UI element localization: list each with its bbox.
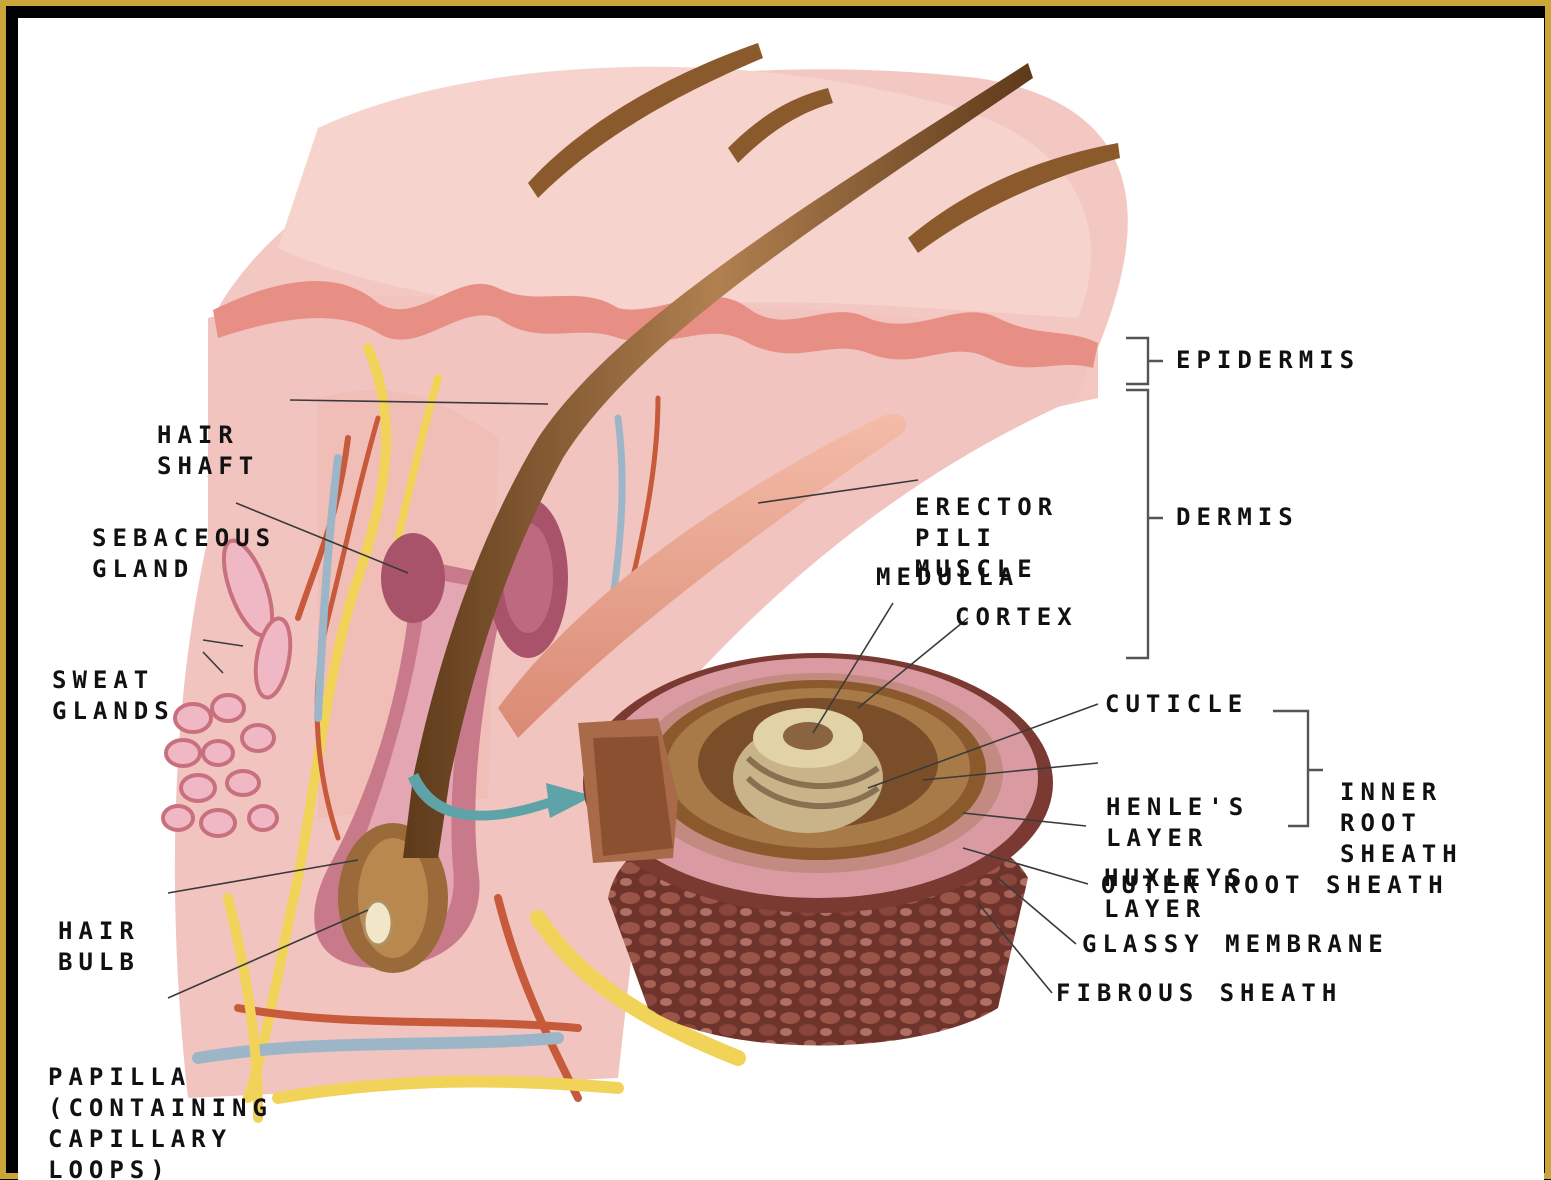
label-fibrous-sheath: FIBROUS SHEATH [1056,978,1342,1009]
label-glassy-membrane: GLASSY MEMBRANE [1082,929,1389,960]
label-cuticle: CUTICLE [1105,689,1248,720]
label-medulla: MEDULLA [876,562,1019,593]
follicle-cross-section [578,653,1053,1046]
label-epidermis: EPIDERMIS [1176,345,1360,376]
label-dermis: DERMIS [1176,502,1299,533]
label-outer-root-sheath: OUTER ROOT SHEATH [1101,870,1449,901]
label-cortex: CORTEX [955,602,1078,633]
